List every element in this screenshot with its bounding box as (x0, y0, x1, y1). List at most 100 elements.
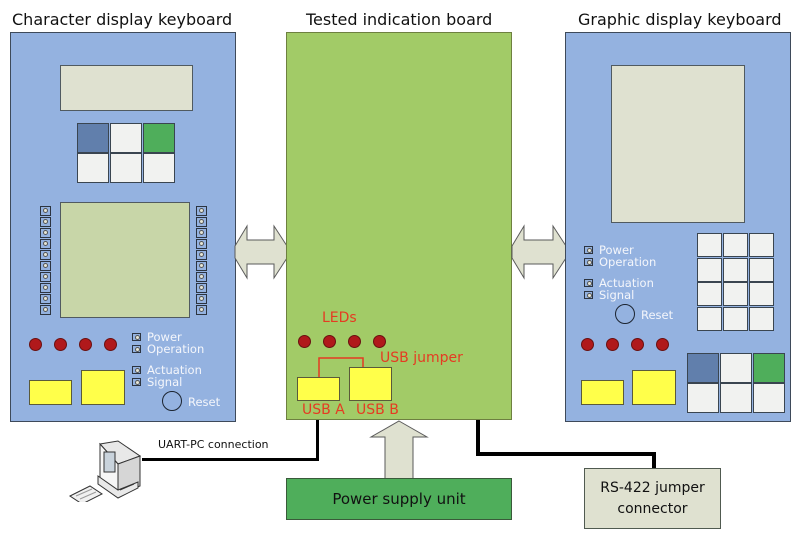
left-bidirectional-arrow (234, 224, 288, 280)
graphic-keyboard-leds (581, 338, 681, 352)
uart-label: UART-PC connection (158, 438, 269, 451)
rs422-jumper-connector: RS-422 jumper connector (584, 468, 721, 529)
right-bidirectional-arrow (511, 224, 567, 280)
softkey-button[interactable] (196, 272, 207, 282)
actuation-indicator-icon (584, 279, 593, 287)
character-display-screen (60, 65, 193, 111)
softkey-button[interactable] (196, 294, 207, 304)
actuation-indicator-icon (132, 366, 141, 374)
led-indicator (348, 335, 361, 348)
usb-a-label: USB A (302, 402, 345, 418)
keypad-key[interactable] (753, 383, 785, 413)
keypad-key[interactable] (77, 153, 109, 183)
softkey-button[interactable] (40, 283, 51, 293)
keypad-key[interactable] (143, 123, 175, 153)
softkey-button[interactable] (40, 261, 51, 271)
tested-indication-board (286, 32, 512, 420)
led-indicator (54, 338, 67, 351)
softkey-button[interactable] (40, 272, 51, 282)
keypad-key[interactable] (687, 383, 719, 413)
numpad-key[interactable] (749, 282, 774, 306)
left-softkey-column (40, 206, 53, 326)
signal-indicator-icon (584, 291, 593, 299)
graphic-display-screen (611, 65, 745, 223)
operation-label: Operation (147, 342, 205, 356)
usb-b-label: USB B (356, 402, 399, 418)
numpad-key[interactable] (723, 233, 748, 257)
led-indicator (656, 338, 669, 351)
numpad-key[interactable] (723, 282, 748, 306)
usb-jumper-wire (318, 357, 364, 378)
actuation-label: Actuation (599, 276, 654, 290)
signal-label: Signal (147, 375, 183, 389)
numpad-key[interactable] (749, 257, 774, 282)
softkey-button[interactable] (40, 217, 51, 227)
numpad-key[interactable] (723, 306, 748, 331)
numpad-key[interactable] (697, 306, 722, 331)
keypad-key[interactable] (753, 353, 785, 383)
softkey-button[interactable] (196, 250, 207, 260)
graphic-area-screen (60, 202, 190, 318)
rs422-label-line2: connector (617, 500, 688, 517)
led-indicator (79, 338, 92, 351)
keypad-key[interactable] (77, 123, 109, 153)
numpad-key[interactable] (749, 233, 774, 257)
keypad-key[interactable] (720, 353, 752, 383)
softkey-button[interactable] (40, 250, 51, 260)
keypad-key[interactable] (720, 383, 752, 413)
softkey-button[interactable] (196, 228, 207, 238)
softkey-button[interactable] (196, 305, 207, 315)
usb-b-port (349, 367, 392, 401)
uart-wire-horizontal (142, 458, 319, 461)
led-indicator (581, 338, 594, 351)
numpad-key[interactable] (697, 257, 722, 282)
yellow-connector-2 (632, 370, 676, 405)
softkey-button[interactable] (196, 239, 207, 249)
rs422-wire-vertical (476, 420, 480, 456)
softkey-button[interactable] (40, 239, 51, 249)
reset-label: Reset (188, 395, 221, 409)
reset-button[interactable] (162, 391, 182, 411)
softkey-button[interactable] (196, 283, 207, 293)
yellow-connector-2 (81, 370, 125, 405)
leds-label: LEDs (322, 310, 357, 326)
operation-label: Operation (599, 255, 657, 269)
operation-indicator-icon (132, 345, 141, 353)
softkey-button[interactable] (40, 305, 51, 315)
softkey-button[interactable] (40, 206, 51, 216)
rs422-label-line1: RS-422 jumper (600, 479, 705, 496)
right-softkey-column (196, 206, 209, 326)
keypad-key[interactable] (687, 353, 719, 383)
keypad-key[interactable] (143, 153, 175, 183)
actuation-label: Actuation (147, 363, 202, 377)
led-indicator (29, 338, 42, 351)
psu-label: Power supply unit (332, 490, 466, 508)
signal-label: Signal (599, 288, 635, 302)
softkey-button[interactable] (40, 228, 51, 238)
softkey-button[interactable] (196, 206, 207, 216)
signal-indicator-icon (132, 378, 141, 386)
usb-a-port (297, 377, 340, 401)
keypad-key[interactable] (110, 123, 142, 153)
numpad-key[interactable] (697, 282, 722, 306)
function-keypad (687, 353, 785, 413)
keypad-key[interactable] (110, 153, 142, 183)
softkey-button[interactable] (196, 217, 207, 227)
yellow-connector-1 (29, 380, 72, 405)
numpad-key[interactable] (749, 306, 774, 331)
rs422-wire-drop (652, 452, 656, 469)
softkey-button[interactable] (40, 294, 51, 304)
numeric-keypad (697, 233, 775, 331)
led-indicator (323, 335, 336, 348)
yellow-connector-1 (581, 380, 624, 405)
numpad-key[interactable] (697, 233, 722, 257)
numpad-key[interactable] (723, 257, 748, 282)
reset-button[interactable] (615, 304, 635, 324)
power-up-arrow (369, 420, 429, 480)
rs422-wire-horizontal (476, 452, 656, 456)
character-keypad (77, 123, 175, 183)
power-indicator-icon (132, 333, 141, 341)
softkey-button[interactable] (196, 261, 207, 271)
reset-label: Reset (641, 308, 674, 322)
character-keyboard-title: Character display keyboard (12, 10, 233, 29)
